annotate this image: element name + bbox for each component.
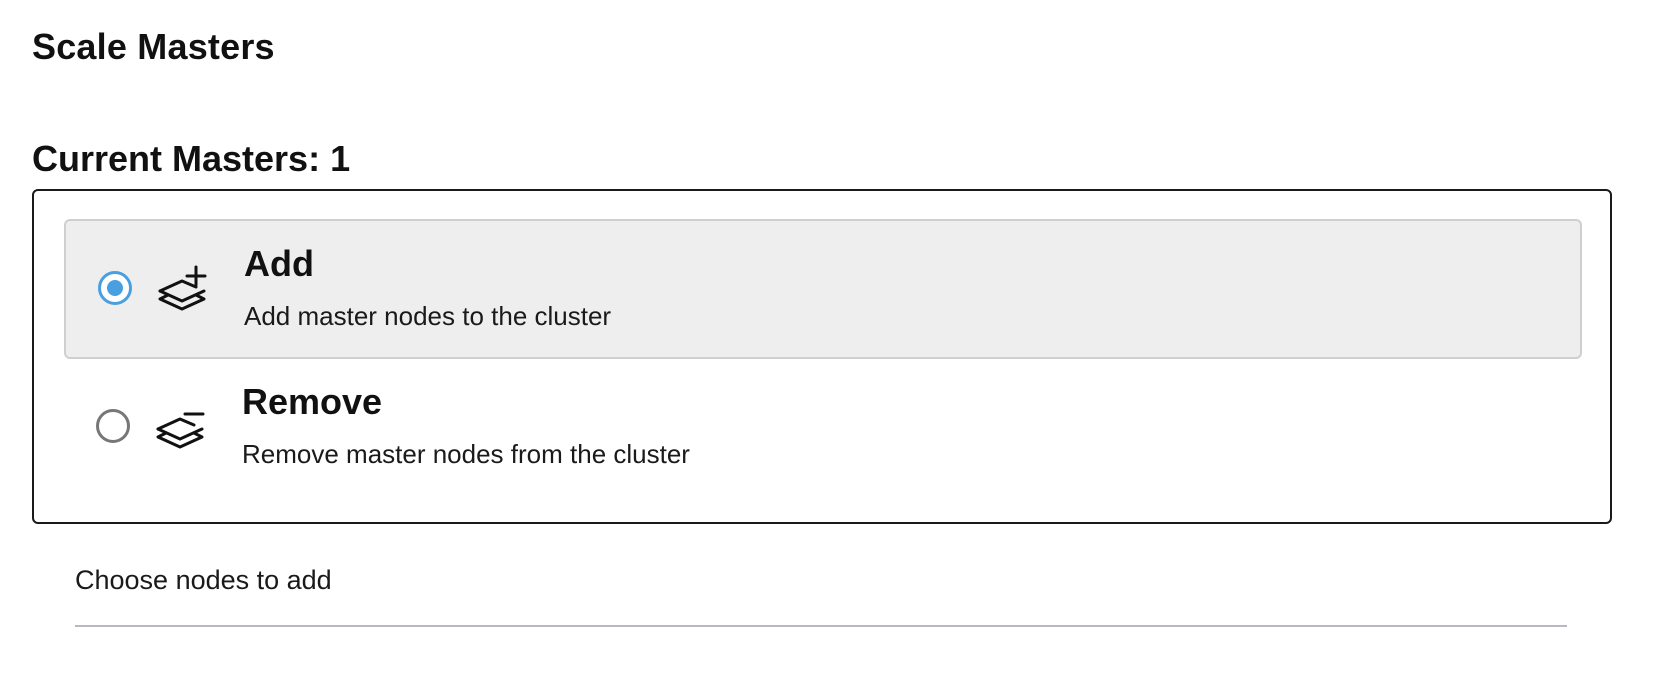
radio-remove[interactable]: [96, 409, 130, 443]
option-add[interactable]: Add Add master nodes to the cluster: [64, 219, 1582, 359]
layers-minus-icon: [156, 412, 205, 449]
option-add-title: Add: [244, 243, 314, 284]
current-masters-heading: Current Masters: 1: [32, 138, 351, 179]
scale-options-group: Add Add master nodes to the cluster Remo…: [32, 189, 1612, 524]
radio-selected-dot: [107, 280, 123, 296]
page-title: Scale Masters: [32, 26, 275, 67]
choose-nodes-placeholder: Choose nodes to add: [75, 565, 332, 595]
option-remove[interactable]: Remove Remove master nodes from the clus…: [64, 359, 1582, 499]
layers-plus-icon: [158, 265, 207, 311]
option-remove-title: Remove: [242, 381, 383, 422]
option-remove-description: Remove master nodes from the cluster: [242, 439, 690, 469]
radio-add[interactable]: [98, 271, 132, 305]
choose-nodes-field[interactable]: Choose nodes to add: [75, 555, 1567, 627]
option-add-description: Add master nodes to the cluster: [244, 301, 612, 331]
